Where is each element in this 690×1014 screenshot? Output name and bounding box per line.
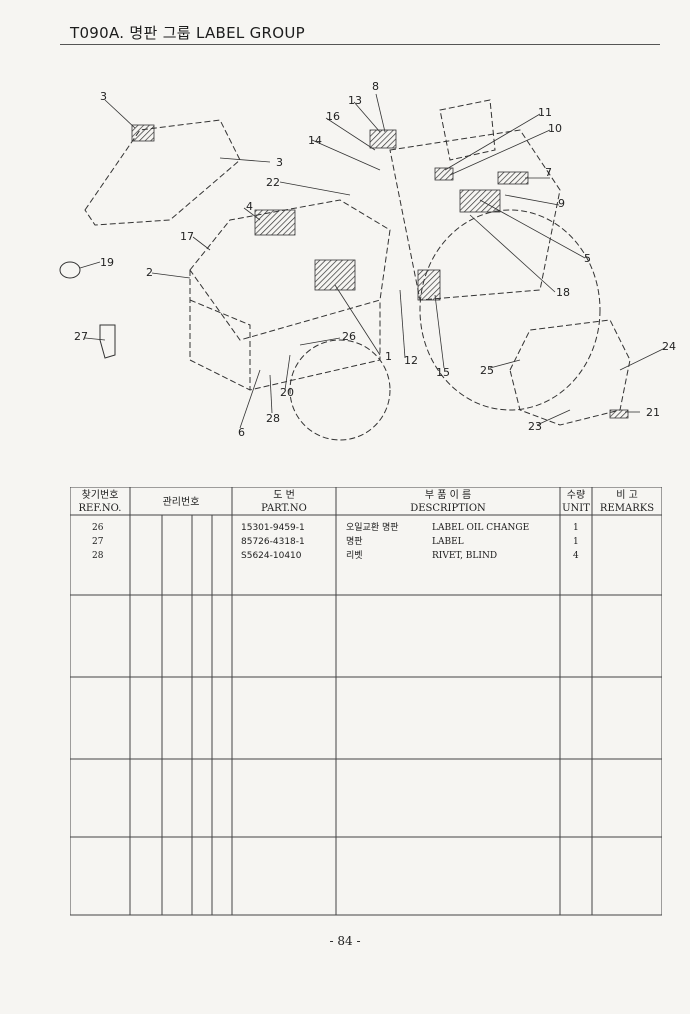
label-patch-21 <box>609 409 629 419</box>
callout-21: 21 <box>646 406 660 419</box>
callout-6: 6 <box>238 426 245 439</box>
desc-en: LABEL <box>432 537 464 547</box>
label-patch-10 <box>434 167 454 181</box>
callout-25: 25 <box>480 364 494 377</box>
front-wheel <box>289 339 391 441</box>
label-patch-7 <box>497 171 529 185</box>
part-no: 85726-4318-1 <box>241 537 305 547</box>
callout-23: 23 <box>528 420 542 433</box>
seat-outline <box>439 99 496 161</box>
page-number: - 84 - <box>329 934 361 948</box>
callout-12: 12 <box>404 354 418 367</box>
part-27 <box>99 324 116 359</box>
callout-9: 9 <box>558 197 565 210</box>
callout-14: 14 <box>308 134 322 147</box>
fender-outline <box>389 129 561 301</box>
desc-header-en: DESCRIPTION <box>410 503 486 514</box>
parts-table-grid <box>70 487 662 916</box>
tractor-label-diagram: 1233456789101112131415161718192021222324… <box>59 80 676 441</box>
qty-header-en: UNIT <box>562 503 590 514</box>
part-no: 15301-9459-1 <box>241 523 305 533</box>
desc-en: RIVET, BLIND <box>432 551 498 561</box>
front-grille <box>189 299 251 390</box>
canopy-outline <box>84 119 241 226</box>
callout-2: 2 <box>146 266 153 279</box>
part-no: S5624-10410 <box>241 551 302 561</box>
desc-ko: 리벳 <box>346 551 363 561</box>
label-patch-8 <box>369 129 397 149</box>
callout-17: 17 <box>180 230 194 243</box>
label-patch-5 <box>459 189 501 213</box>
unit: 4 <box>573 551 579 561</box>
callout-27: 27 <box>74 330 88 343</box>
ref-header-ko: 찾기번호 <box>81 490 119 501</box>
ref-no: 26 <box>92 523 104 533</box>
desc-header-ko: 부 품 이 름 <box>424 490 472 501</box>
title-rule <box>60 44 660 45</box>
label-patch-3 <box>131 124 155 142</box>
callout-10: 10 <box>548 122 562 135</box>
callout-8: 8 <box>372 80 379 93</box>
callout-7: 7 <box>545 166 552 179</box>
callout-1: 1 <box>385 350 392 363</box>
callout-28: 28 <box>266 412 280 425</box>
callout-4: 4 <box>246 200 253 213</box>
ref-header-en: REF.NO. <box>78 503 122 514</box>
callout-22: 22 <box>266 176 280 189</box>
remarks-header-en: REMARKS <box>599 503 655 514</box>
callout-16: 16 <box>326 110 340 123</box>
callout-5: 5 <box>584 252 591 265</box>
callout-3: 3 <box>100 90 107 103</box>
part-19 <box>59 261 81 279</box>
unit: 1 <box>573 537 579 547</box>
desc-en: LABEL OIL CHANGE <box>432 523 530 533</box>
callout-13: 13 <box>348 94 362 107</box>
hood-outline <box>189 199 391 341</box>
callout-18: 18 <box>556 286 570 299</box>
ref-no: 27 <box>92 537 104 547</box>
mgmt-header-ko: 관리번호 <box>162 497 200 508</box>
unit: 1 <box>573 523 579 533</box>
cab-outline <box>509 319 631 426</box>
label-patch-15 <box>417 269 441 301</box>
callout-24: 24 <box>662 340 676 353</box>
ref-no: 28 <box>92 551 104 561</box>
label-patch-4 <box>254 209 296 236</box>
callout-19: 19 <box>100 256 114 269</box>
callout-15: 15 <box>436 366 450 379</box>
rear-wheel <box>419 209 601 411</box>
part-header-en: PART.NO <box>261 503 307 514</box>
callout-11: 11 <box>538 106 552 119</box>
callout-20: 20 <box>280 386 294 399</box>
page-title: T090A. 명판 그룹 LABEL GROUP <box>70 24 305 42</box>
qty-header-ko: 수량 <box>566 490 586 501</box>
desc-ko: 명판 <box>346 537 363 547</box>
desc-ko: 오일교환 명판 <box>346 523 399 533</box>
callout-3: 3 <box>276 156 283 169</box>
part-header-ko: 도 번 <box>273 490 295 501</box>
callout-26: 26 <box>342 330 356 343</box>
remarks-header-ko: 비 고 <box>616 490 638 501</box>
